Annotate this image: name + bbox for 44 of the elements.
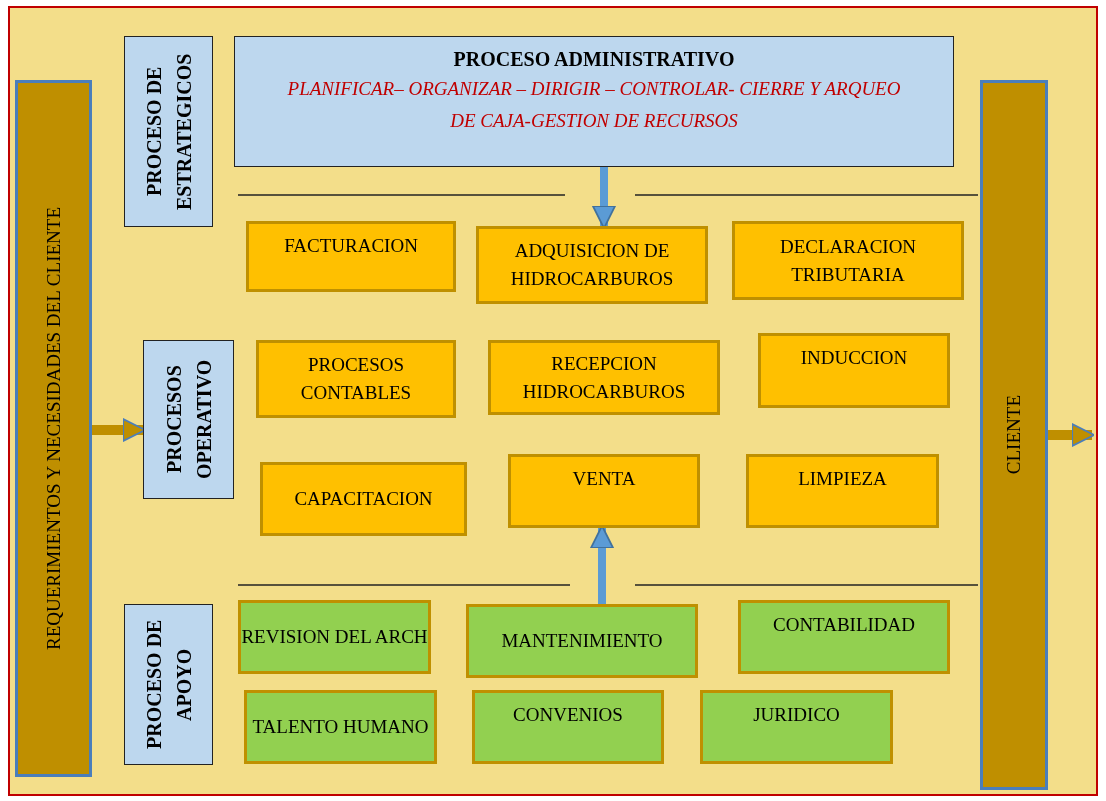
box-label: ADQUISICION DE HIDROCARBUROS [509,239,675,291]
process-box [256,340,456,418]
box-label: INDUCCION [800,346,908,370]
category-box [143,340,234,499]
process-box [508,454,700,528]
box-label: REVISION DEL ARCH [241,625,428,649]
process-box [738,600,950,674]
process-box [466,604,698,678]
box-label: LIMPIEZA [798,467,887,491]
box-label: CONTABILIDAD [773,613,915,637]
box-label: RECEPCION HIDROCARBUROS [521,351,687,404]
process-box [700,690,893,764]
box-label: PROCESOS CONTABLES [299,353,413,405]
box-label: CAPACITACION [294,487,433,511]
box-label: FACTURACION [284,234,418,258]
side-bar [980,80,1048,790]
category-label: PROCESO DE ESTRATEGICOS [141,52,196,212]
process-box [234,36,954,167]
category-box [124,36,213,227]
process-box [472,690,664,764]
category-label: PROCESOS OPERATIVO [161,358,216,482]
box-label: TALENTO HUMANO [252,715,429,739]
bar-label: CLIENTE [1002,395,1025,475]
process-box [260,462,467,536]
box-label: MANTENIMIENTO [501,629,663,653]
box-title: PROCESO ADMINISTRATIVO [453,47,735,72]
process-box [758,333,950,408]
box-label: DECLARACION TRIBUTARIA [778,234,918,287]
bar-label: REQUERIMIENTOS Y NECESIDADES DEL CLIENTE [41,207,65,650]
box-label: CONVENIOS [513,703,623,727]
box-label: JURIDICO [753,703,840,727]
process-box [732,221,964,300]
process-box [244,690,437,764]
box-label: VENTA [572,467,636,491]
block-arrow [1048,423,1096,447]
process-box [746,454,939,528]
side-bar [15,80,92,777]
process-box [238,600,431,674]
process-box [476,226,708,304]
process-box [488,340,720,415]
process-box [246,221,456,292]
activity-list: PLANIFICAR– ORGANIZAR – DIRIGIR – CONTROLAR- CIERRE Y ARQUEO DE CAJA-GESTION DE RECURSOS [284,73,904,137]
category-label: PROCESO DE APOYO [141,618,196,752]
category-box [124,604,213,765]
